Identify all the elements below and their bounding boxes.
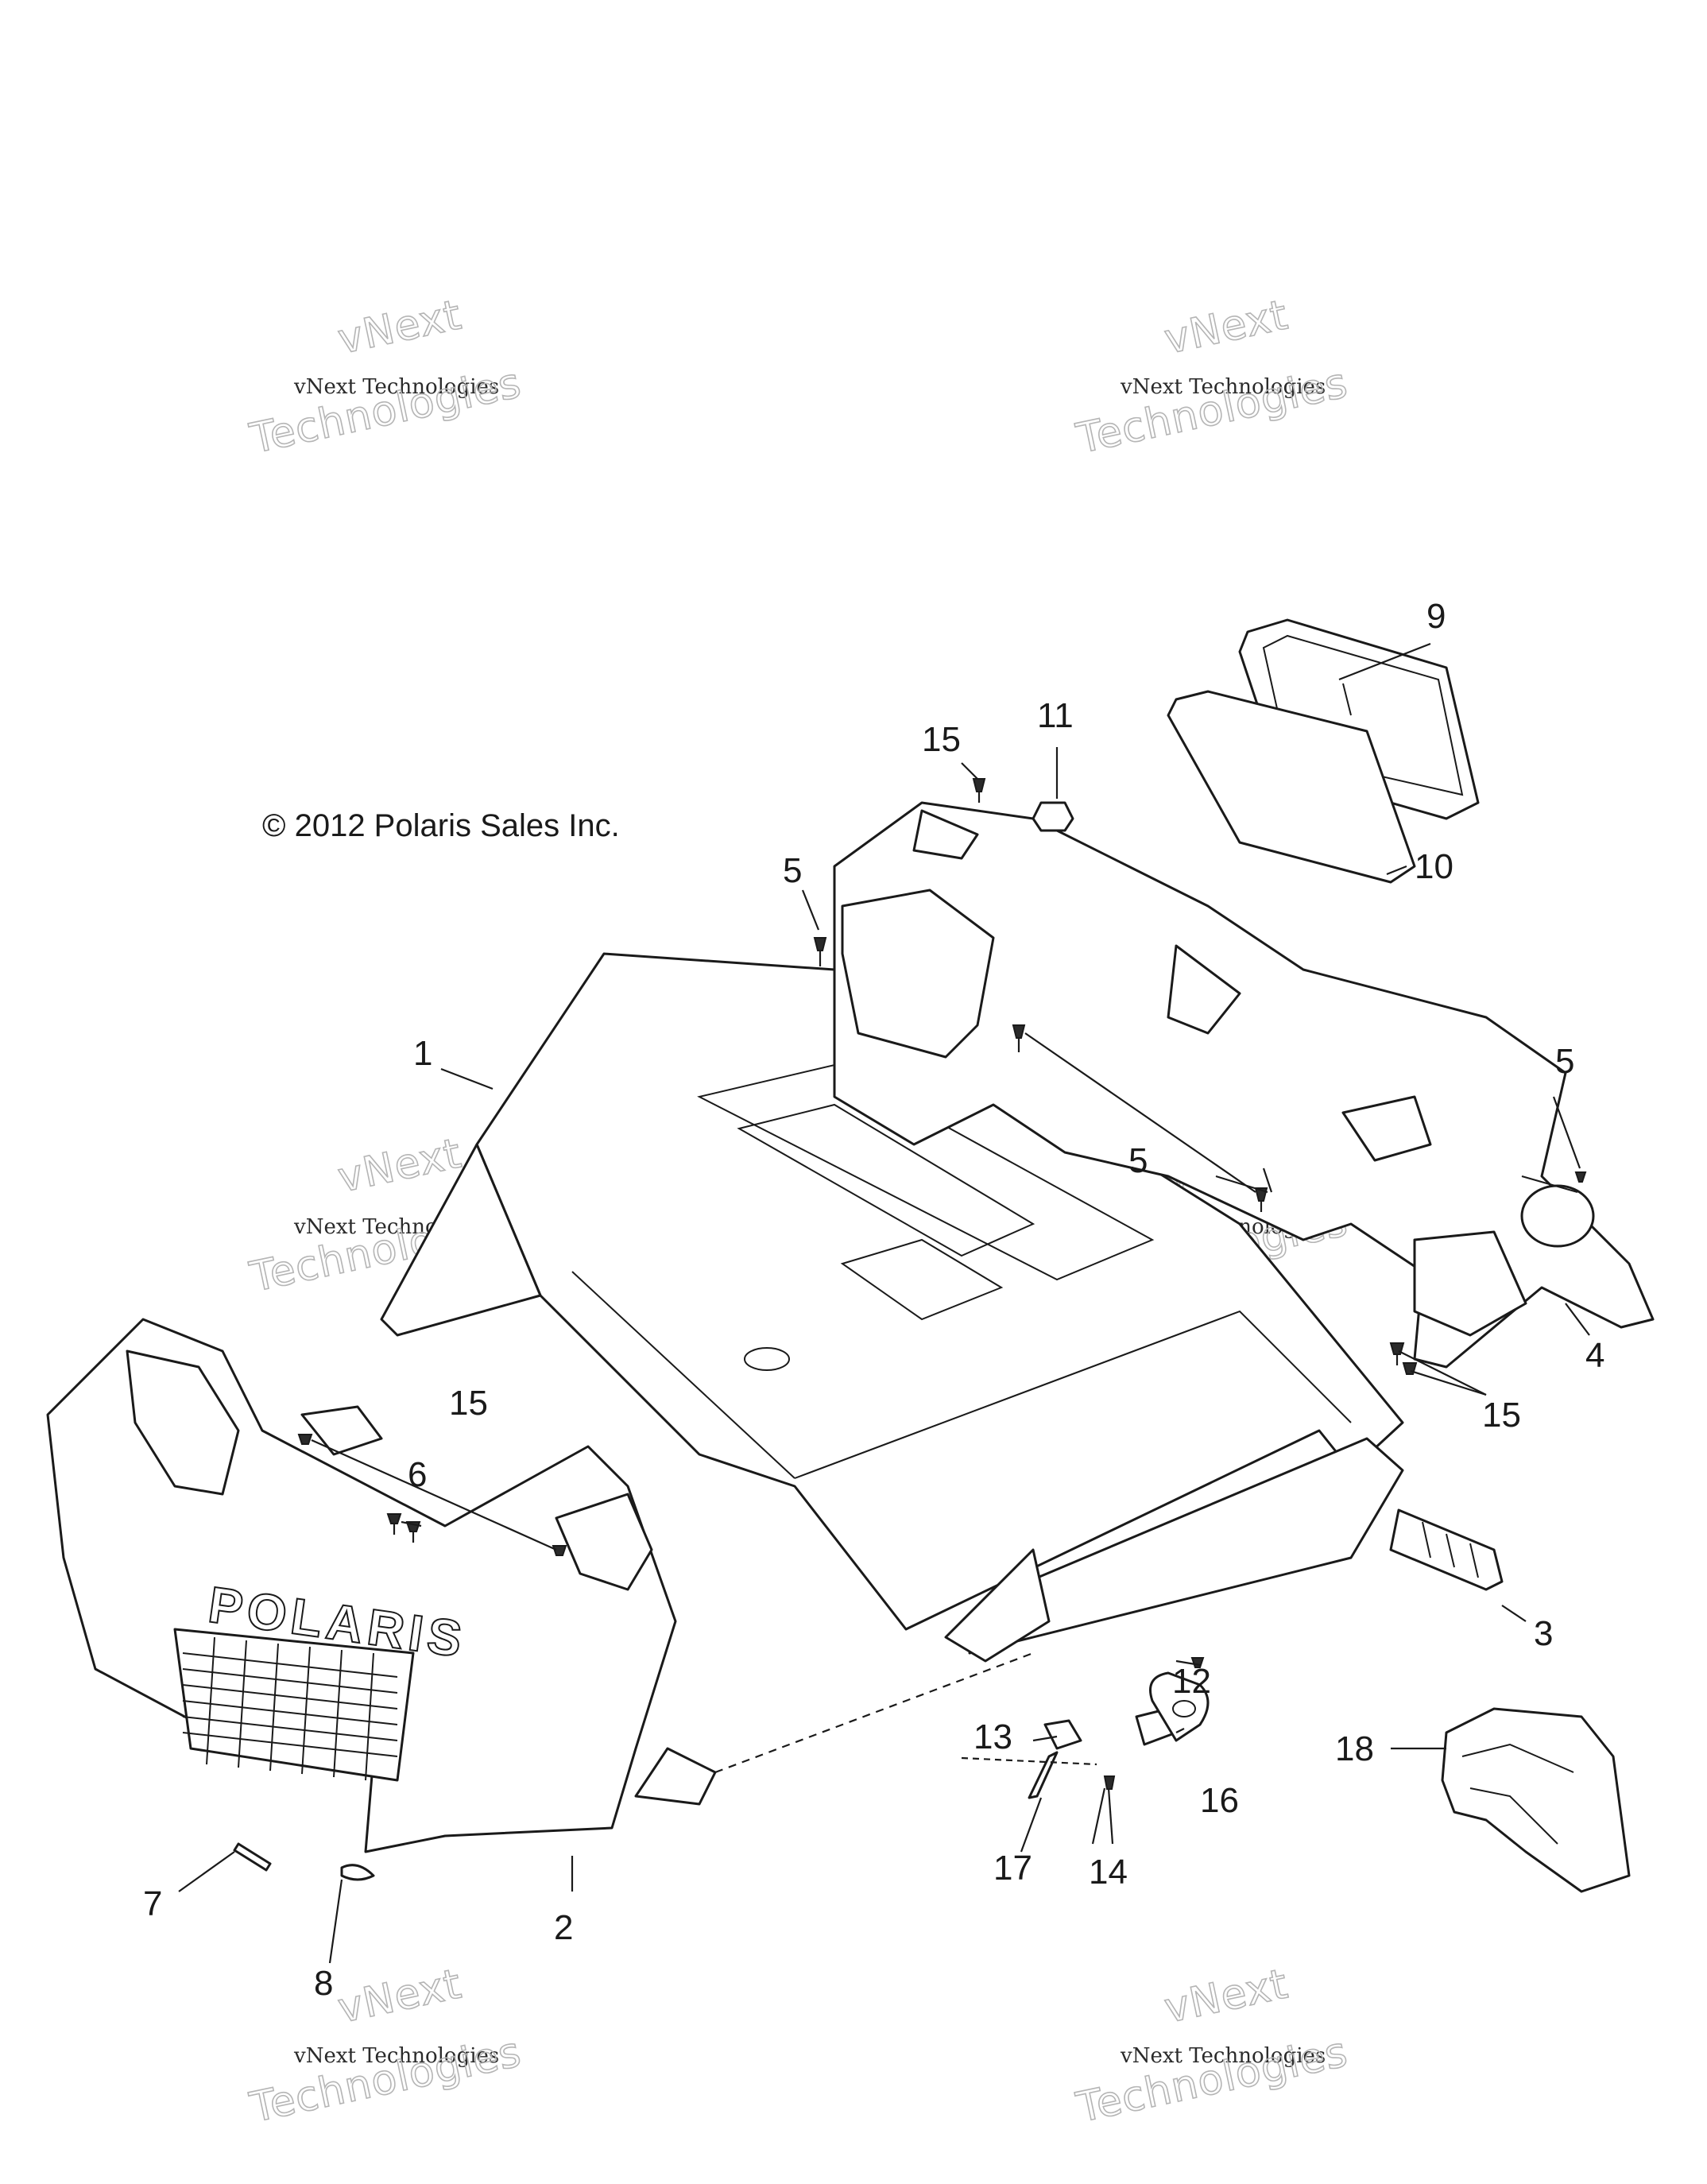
watermark-bottom-left: vNext vNext Technologies Technologies xyxy=(245,1960,526,2133)
callout-2: 2 xyxy=(554,1908,573,1947)
leader-lines xyxy=(311,1032,1581,1774)
watermark-bottom-right: vNext vNext Technologies Technologies xyxy=(1071,1960,1353,2133)
watermark-big-line1: vNext xyxy=(1160,291,1292,363)
display-lens-part xyxy=(1167,690,1416,884)
callout-17: 17 xyxy=(993,1849,1032,1888)
callout-14: 14 xyxy=(1089,1853,1128,1892)
nut-part xyxy=(1032,801,1074,832)
callout-15-b: 15 xyxy=(449,1384,488,1423)
mount-cluster-part xyxy=(1028,1657,1210,1799)
callout-6: 6 xyxy=(408,1455,427,1494)
watermark-small: vNext Technologies xyxy=(1120,2044,1326,2068)
callout-7: 7 xyxy=(143,1884,162,1923)
callout-labels: 1 2 3 4 5 5 5 5 6 7 8 9 10 11 12 13 14 1… xyxy=(143,597,1604,2003)
callout-1: 1 xyxy=(413,1034,432,1073)
callout-11: 11 xyxy=(1037,696,1074,735)
watermark-top-left: vNext vNext Technologies Technologies xyxy=(245,291,526,464)
bracket-part xyxy=(1441,1707,1631,1893)
watermark-small: vNext Technologies xyxy=(293,375,499,399)
callout-5-b: 5 xyxy=(1555,1042,1574,1081)
callout-10: 10 xyxy=(1415,847,1453,886)
hood-part xyxy=(380,952,1404,1663)
watermark-small: vNext Technologies xyxy=(293,2044,499,2068)
watermark-small: vNext Technologies xyxy=(1120,375,1326,399)
callout-5-c: 5 xyxy=(1128,1141,1148,1180)
callout-12: 12 xyxy=(1172,1662,1211,1701)
front-fascia-part: POLARIS xyxy=(46,1318,717,1853)
callout-9: 9 xyxy=(1426,597,1446,636)
callout-15-c: 15 xyxy=(1482,1396,1521,1435)
watermark-big-line1: vNext xyxy=(334,291,466,363)
callout-15-a: 15 xyxy=(922,720,961,759)
pin-part xyxy=(233,1842,272,1872)
callout-18: 18 xyxy=(1335,1729,1374,1768)
callout-5-a: 5 xyxy=(783,851,802,890)
watermark-big-line1: vNext xyxy=(334,1960,466,2032)
callout-13: 13 xyxy=(973,1717,1012,1756)
callout-8: 8 xyxy=(314,1964,333,2003)
clip-part xyxy=(340,1864,375,1881)
callout-16: 16 xyxy=(1200,1781,1239,1820)
watermark-top-right: vNext vNext Technologies Technologies xyxy=(1071,291,1353,464)
callout-4: 4 xyxy=(1585,1336,1604,1375)
dash-part xyxy=(833,801,1655,1369)
grab-handle-part xyxy=(1389,1508,1504,1591)
callout-leaders xyxy=(178,642,1590,1964)
watermark-big-line1: vNext xyxy=(334,1129,466,1202)
copyright-text: © 2012 Polaris Sales Inc. xyxy=(262,808,620,843)
callout-3: 3 xyxy=(1534,1614,1553,1653)
grille-mesh xyxy=(182,1636,398,1781)
watermark-big-line1: vNext xyxy=(1160,1960,1292,2032)
